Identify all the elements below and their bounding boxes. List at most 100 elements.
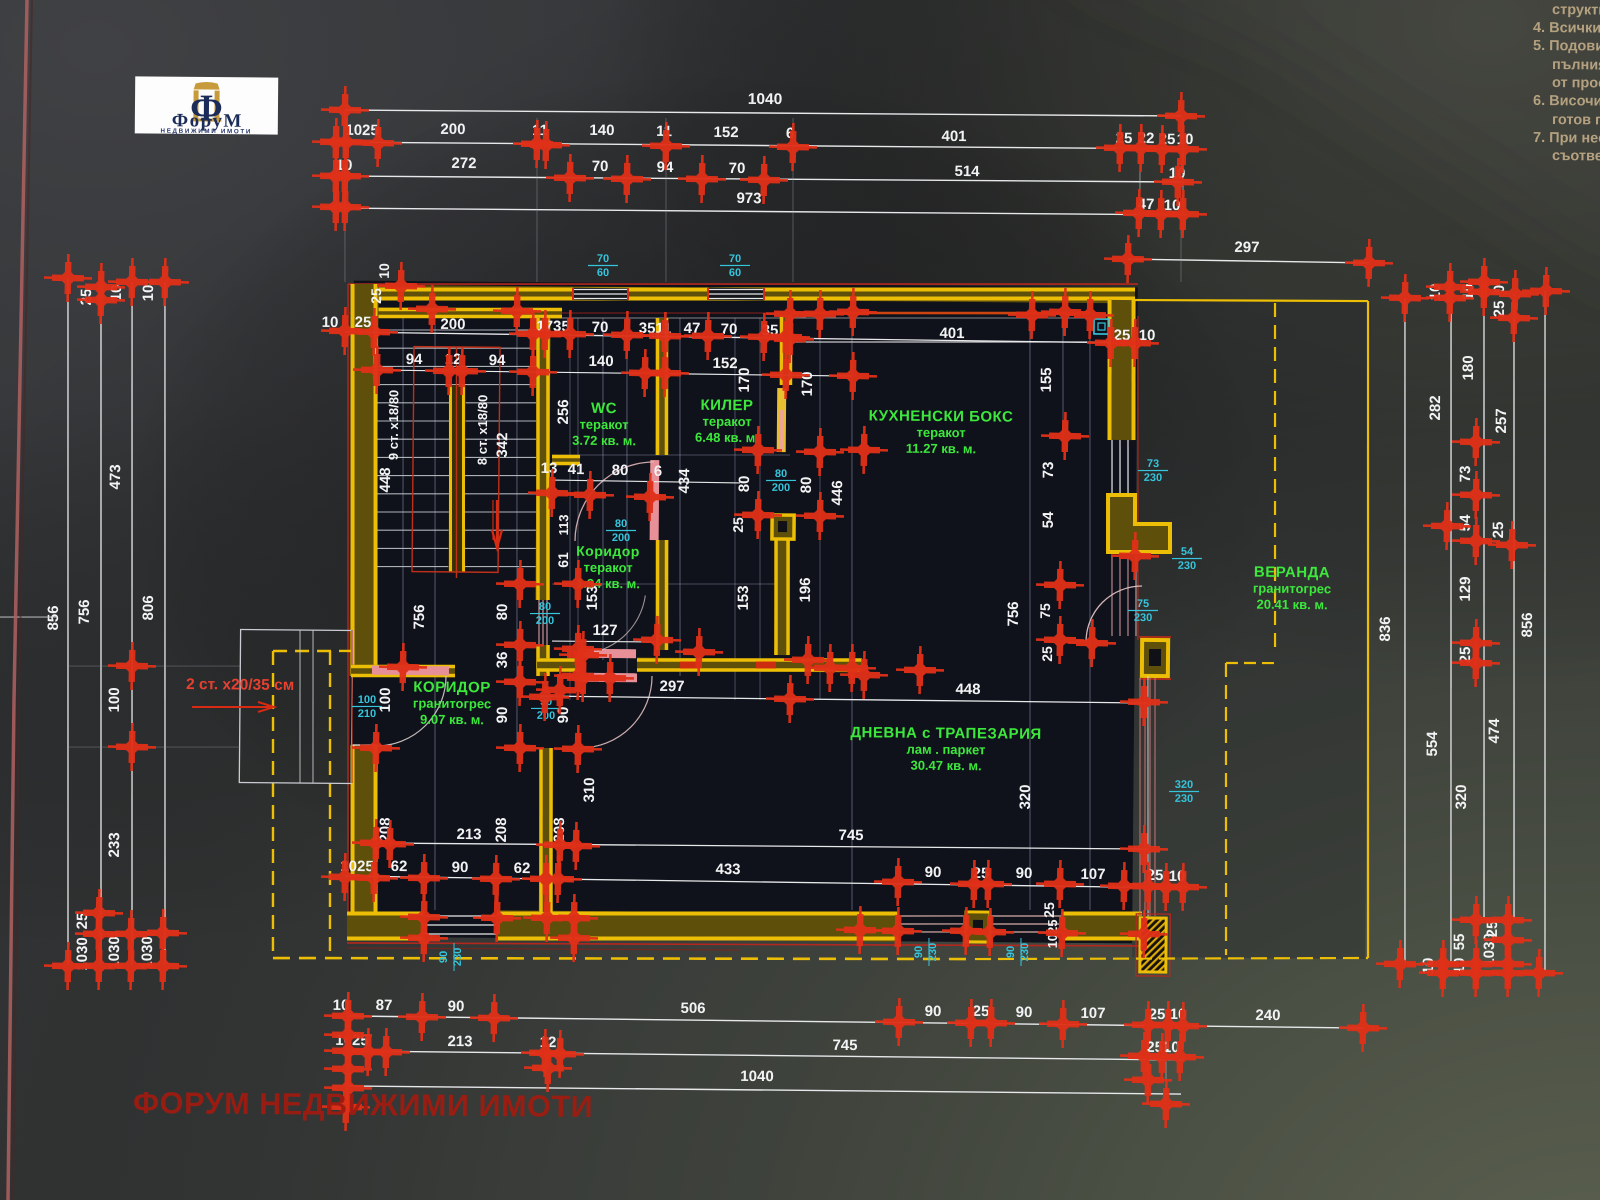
svg-text:теракот: теракот	[579, 417, 628, 432]
svg-text:Ф: Ф	[190, 87, 223, 129]
svg-text:62: 62	[391, 858, 408, 875]
svg-text:80: 80	[615, 518, 627, 530]
svg-text:25: 25	[973, 1003, 990, 1020]
svg-text:200: 200	[440, 121, 465, 138]
svg-text:506: 506	[680, 1000, 705, 1017]
svg-text:434: 434	[676, 468, 693, 494]
svg-text:152: 152	[713, 124, 738, 141]
svg-text:90: 90	[925, 1003, 942, 1020]
svg-text:856: 856	[1519, 612, 1536, 637]
svg-text:230: 230	[1175, 793, 1193, 805]
svg-text:129: 129	[1457, 576, 1474, 601]
svg-text:756: 756	[411, 604, 428, 629]
svg-text:90: 90	[913, 946, 925, 958]
svg-text:153: 153	[584, 585, 601, 610]
svg-text:213: 213	[456, 826, 481, 843]
svg-text:806: 806	[140, 595, 157, 620]
svg-text:0: 0	[1491, 285, 1508, 293]
svg-text:155: 155	[1038, 367, 1055, 392]
svg-text:100: 100	[106, 687, 123, 712]
svg-text:10: 10	[376, 263, 392, 279]
svg-text:320: 320	[1453, 784, 1470, 809]
svg-text:36: 36	[494, 652, 511, 669]
svg-text:514: 514	[954, 163, 980, 180]
svg-text:401: 401	[939, 325, 964, 342]
svg-text:гранитогрес: гранитогрес	[1253, 581, 1331, 597]
svg-text:75: 75	[1037, 603, 1053, 619]
svg-text:170: 170	[736, 367, 753, 392]
svg-text:60: 60	[729, 267, 741, 279]
svg-text:320: 320	[1017, 784, 1034, 809]
svg-text:КУХНЕНСКИ БОКС: КУХНЕНСКИ БОКС	[869, 407, 1014, 425]
svg-text:213: 213	[447, 1033, 472, 1050]
svg-text:473: 473	[107, 464, 124, 489]
svg-text:1030: 1030	[139, 936, 156, 970]
svg-text:90: 90	[925, 864, 942, 881]
svg-text:256: 256	[555, 399, 572, 424]
svg-text:745: 745	[832, 1037, 857, 1054]
svg-text:25: 25	[730, 517, 746, 533]
svg-text:90: 90	[1016, 865, 1033, 882]
svg-text:70: 70	[592, 319, 609, 336]
svg-text:КОРИДОР: КОРИДОР	[413, 679, 491, 697]
svg-text:6: 6	[654, 463, 662, 480]
svg-text:25: 25	[1484, 921, 1501, 938]
svg-text:WC: WC	[591, 400, 617, 417]
svg-text:180: 180	[1460, 355, 1477, 380]
svg-text:25: 25	[74, 913, 91, 930]
svg-text:448: 448	[377, 467, 394, 492]
svg-text:240: 240	[1255, 1007, 1280, 1024]
svg-text:ФОРУМ НЕДВИЖИМИ ИМОТИ: ФОРУМ НЕДВИЖИМИ ИМОТИ	[133, 1086, 593, 1124]
svg-text:54: 54	[1181, 546, 1194, 558]
svg-text:73: 73	[1147, 458, 1159, 470]
svg-text:474: 474	[1486, 718, 1503, 744]
svg-text:170: 170	[799, 371, 816, 396]
svg-text:100: 100	[358, 694, 376, 706]
svg-text:836: 836	[1377, 616, 1394, 641]
svg-text:87: 87	[376, 997, 393, 1014]
svg-text:8 ст. х18/80: 8 ст. х18/80	[475, 395, 491, 465]
svg-text:210: 210	[358, 708, 376, 720]
svg-text:теракот: теракот	[702, 414, 751, 429]
svg-text:25: 25	[1491, 301, 1508, 318]
svg-text:448: 448	[955, 681, 980, 698]
svg-text:90: 90	[438, 951, 450, 963]
svg-text:80: 80	[494, 604, 511, 621]
svg-text:ДНЕВНА с ТРАПЕЗАРИЯ: ДНЕВНА с ТРАПЕЗАРИЯ	[850, 724, 1041, 743]
svg-text:54: 54	[1040, 511, 1057, 528]
svg-text:25: 25	[1490, 522, 1507, 539]
svg-text:140: 140	[588, 353, 613, 370]
svg-text:230: 230	[1019, 943, 1031, 961]
svg-text:11.27 кв. м.: 11.27 кв. м.	[906, 441, 977, 457]
svg-text:401: 401	[941, 128, 966, 145]
svg-text:73: 73	[1457, 466, 1474, 483]
svg-text:230: 230	[1134, 612, 1152, 624]
svg-text:297: 297	[1234, 239, 1259, 256]
svg-text:230: 230	[452, 948, 464, 966]
svg-text:6.48 кв. м.: 6.48 кв. м.	[695, 430, 759, 446]
svg-text:лам . паркет: лам . паркет	[906, 742, 985, 758]
svg-text:10: 10	[322, 314, 339, 331]
svg-text:теракот: теракот	[583, 560, 632, 575]
svg-text:62: 62	[514, 860, 531, 877]
svg-text:230: 230	[1178, 560, 1196, 572]
svg-text:1025: 1025	[340, 858, 374, 875]
svg-text:200: 200	[772, 482, 790, 494]
svg-text:55: 55	[1451, 934, 1468, 951]
svg-text:70: 70	[592, 158, 609, 175]
svg-text:320: 320	[1175, 779, 1193, 791]
svg-text:140: 140	[589, 122, 614, 139]
svg-text:теракот: теракот	[916, 425, 965, 440]
svg-text:80: 80	[798, 477, 815, 494]
svg-text:гранитогрес: гранитогрес	[413, 696, 491, 712]
svg-text:9 ст. х18/80: 9 ст. х18/80	[386, 390, 402, 460]
svg-text:230: 230	[927, 943, 939, 961]
svg-text:745: 745	[838, 827, 863, 844]
svg-text:60: 60	[597, 267, 609, 279]
svg-text:127: 127	[592, 622, 617, 639]
svg-text:20.41 кв. м.: 20.41 кв. м.	[1256, 597, 1327, 613]
svg-text:25: 25	[355, 314, 372, 331]
svg-text:282: 282	[1427, 395, 1444, 420]
svg-text:80: 80	[539, 601, 551, 613]
svg-text:554: 554	[1424, 731, 1441, 757]
